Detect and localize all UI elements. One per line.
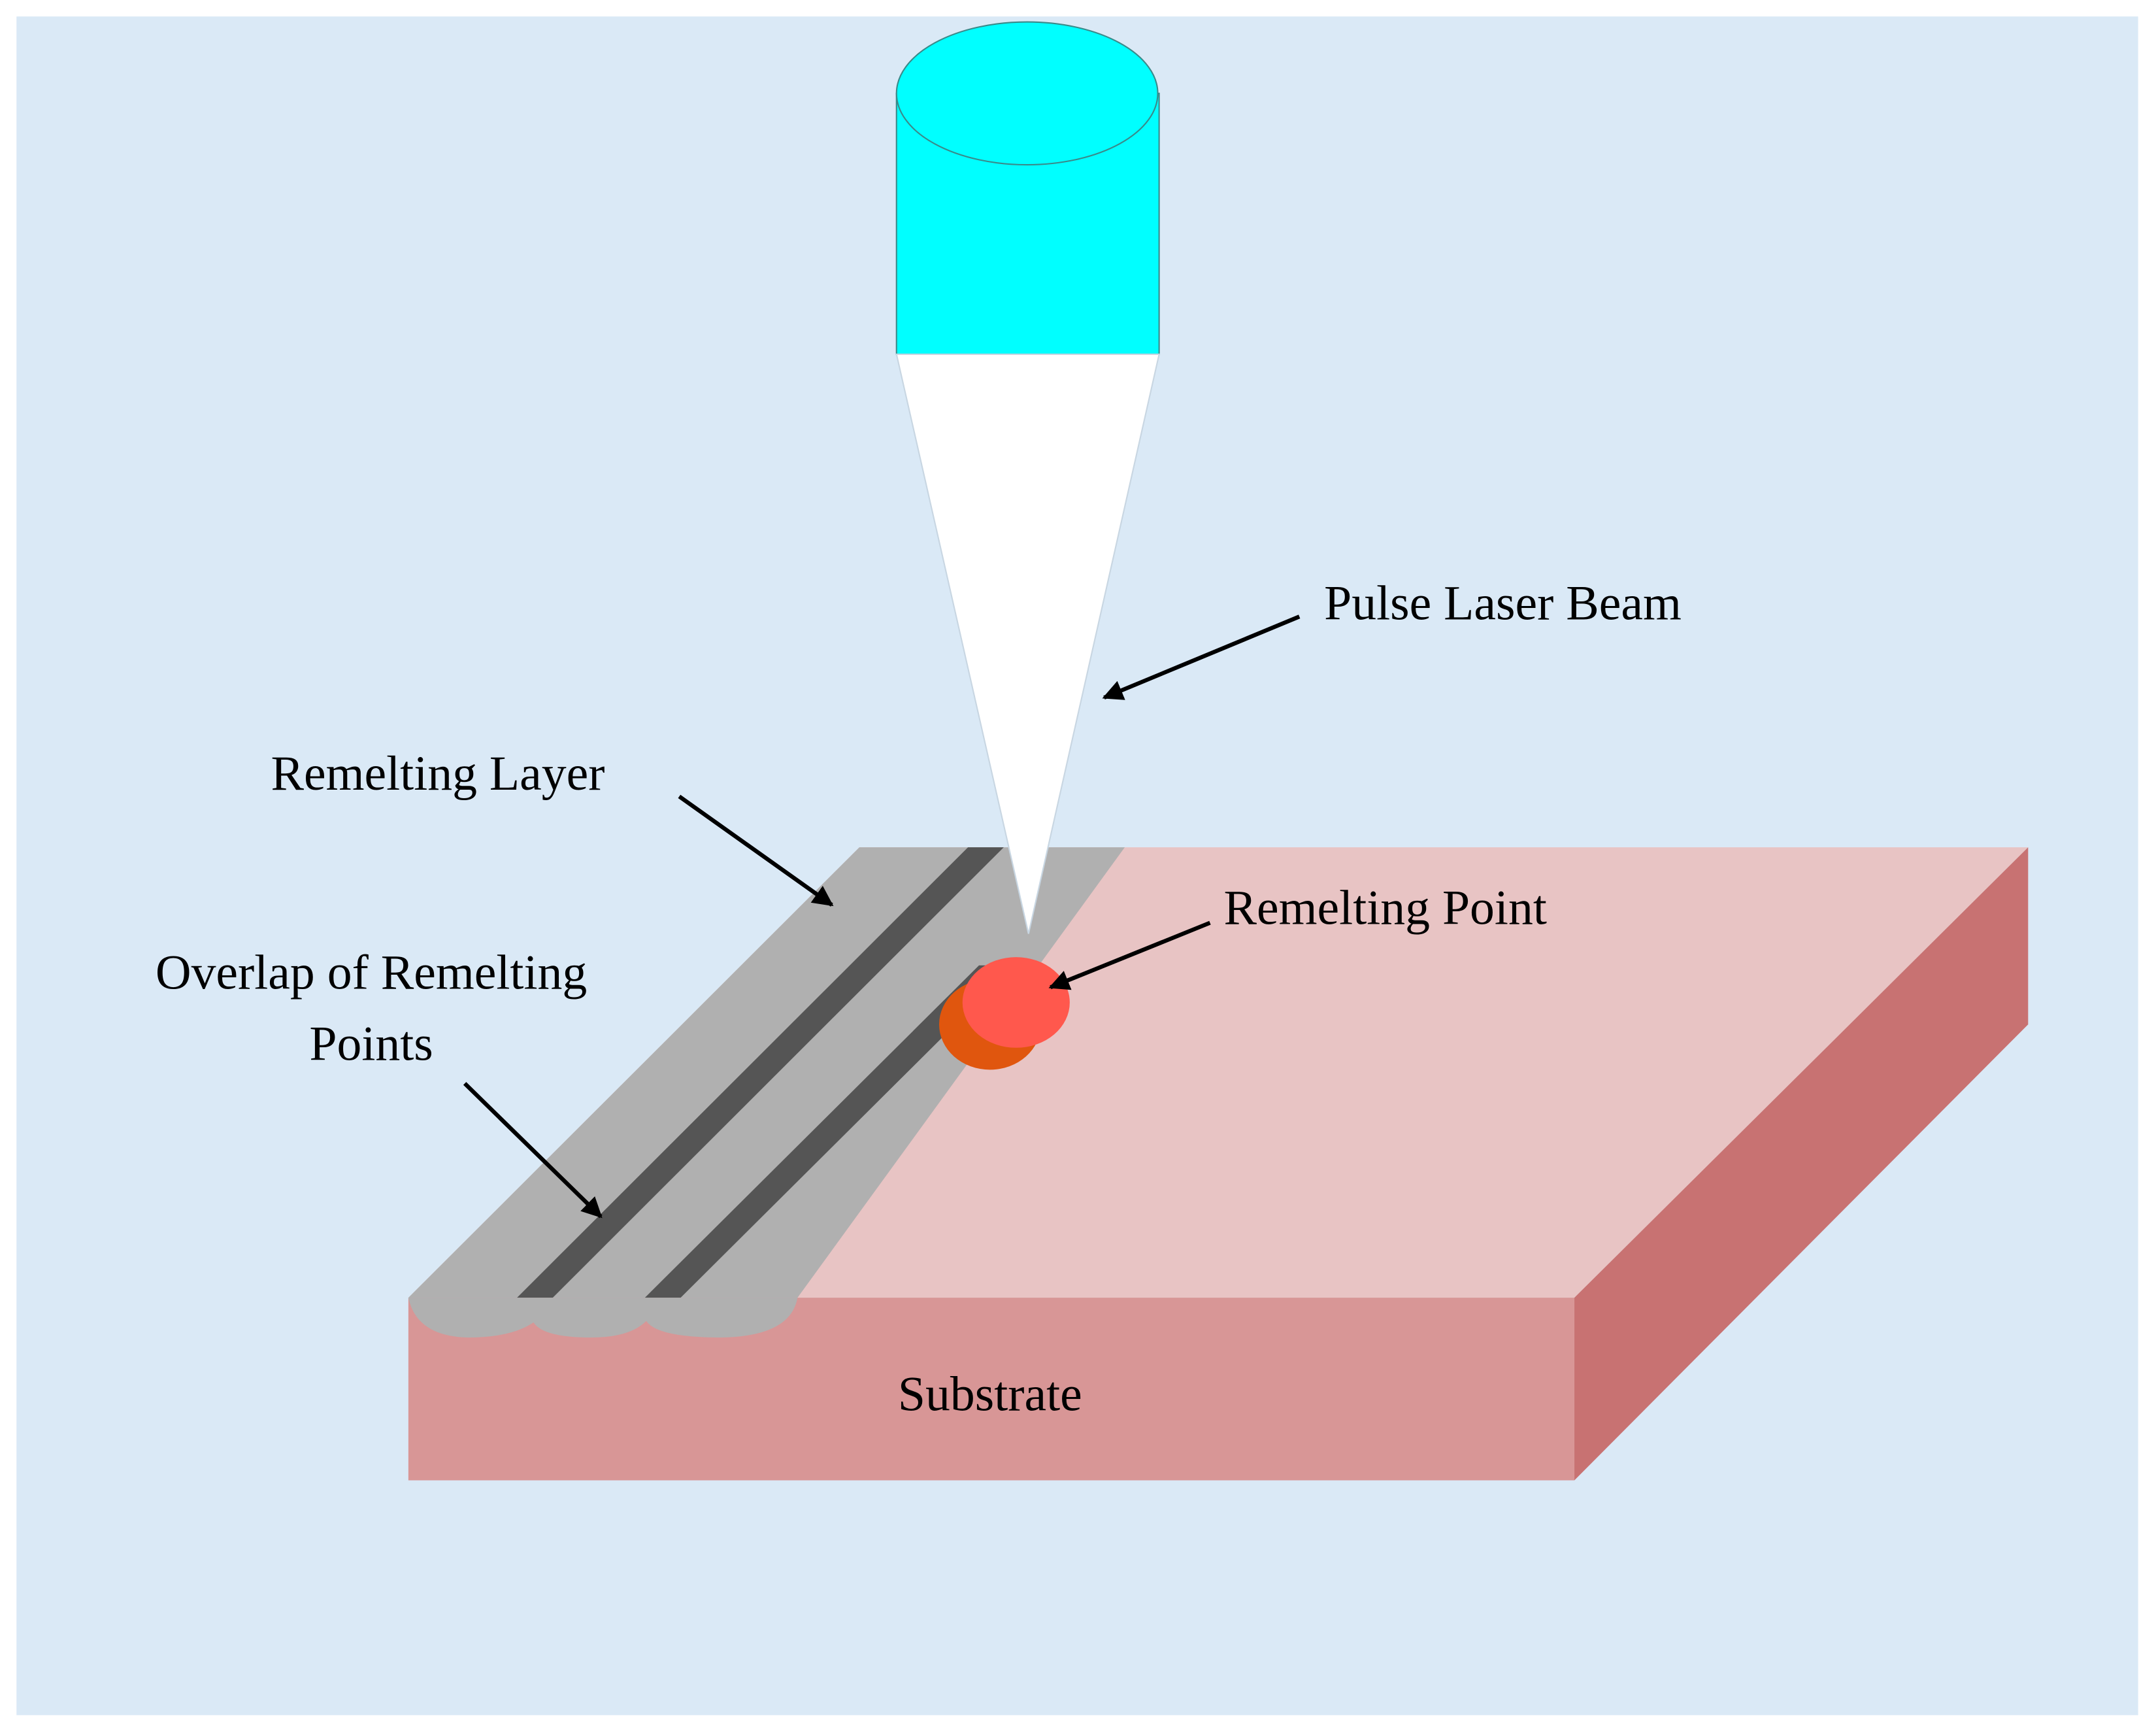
pulse-laser-beam: [895, 353, 1160, 934]
label-remelting-layer: Remelting Layer: [271, 747, 605, 801]
remelting-point-arrow: [1048, 920, 1211, 990]
remelting-point: [962, 957, 1070, 1048]
label-overlap-line1: Overlap of Remelting: [156, 946, 587, 1000]
overlap-band: [644, 965, 1015, 1298]
substrate-side-face: [1574, 847, 2029, 1481]
overlap-band: [517, 847, 1004, 1298]
label-pulse-laser-beam: Pulse Laser Beam: [1324, 576, 1682, 630]
melt-pool-profile: [408, 1298, 798, 1338]
label-remelting-point: Remelting Point: [1224, 881, 1547, 935]
overlap-arrow: [463, 1082, 603, 1219]
pulse-laser-beam-arrow: [1102, 614, 1301, 700]
laser-head-top: [895, 21, 1159, 166]
remelting-layer-arrow: [678, 794, 834, 907]
label-substrate: Substrate: [898, 1367, 1082, 1421]
label-overlap-line2: Points: [309, 1017, 433, 1071]
